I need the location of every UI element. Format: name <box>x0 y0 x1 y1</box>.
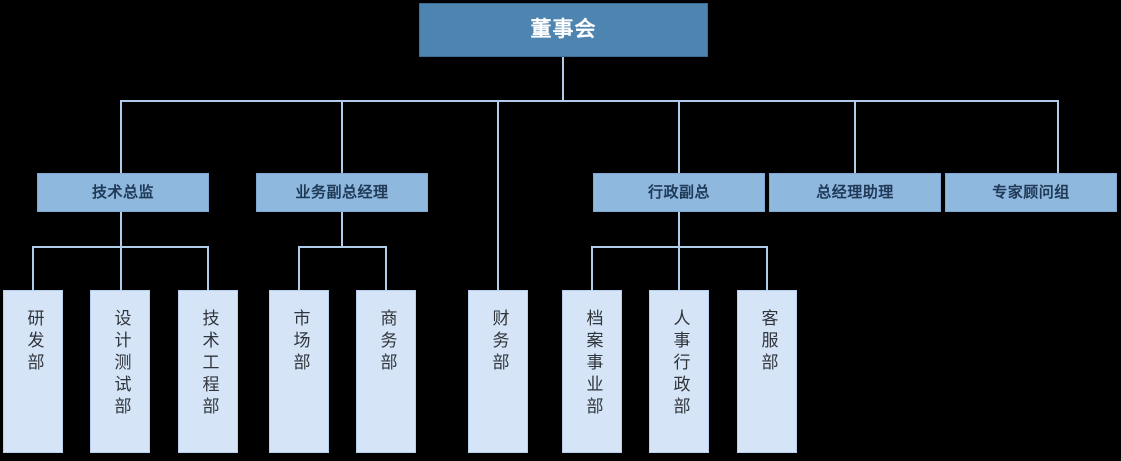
node-finance-dept[interactable]: 财务部 <box>468 290 528 453</box>
node-label: 商务部 <box>376 309 397 375</box>
connector-drop-gm-assistant <box>854 100 856 173</box>
connector-drop-rd-dept <box>32 246 34 291</box>
node-label: 设计测试部 <box>110 309 131 419</box>
connector-drop-archive-dept <box>591 246 593 291</box>
connector-drop-finance-dept <box>497 100 499 291</box>
connector-drop-tech-director <box>120 100 122 173</box>
node-hr-admin-dept[interactable]: 人事行政部 <box>649 290 709 453</box>
node-label: 业务副总经理 <box>295 182 389 201</box>
node-label: 专家顾问组 <box>992 182 1070 201</box>
node-label: 研发部 <box>23 309 44 375</box>
node-marketing-dept[interactable]: 市场部 <box>269 290 329 453</box>
node-label: 董事会 <box>530 17 597 42</box>
node-label: 技术工程部 <box>198 309 219 419</box>
node-label: 行政副总 <box>647 182 710 201</box>
node-customer-svc-dept[interactable]: 客服部 <box>737 290 797 453</box>
node-admin-vp[interactable]: 行政副总 <box>593 173 765 212</box>
connector-drop-marketing-dept <box>298 246 300 291</box>
connector-drop-customer-svc-dept <box>766 246 768 291</box>
node-label: 客服部 <box>757 309 778 375</box>
connector-drop-admin-vp <box>678 100 680 173</box>
node-label: 市场部 <box>289 309 310 375</box>
connector-drop-expert-group <box>1057 100 1059 173</box>
node-tech-eng-dept[interactable]: 技术工程部 <box>178 290 238 453</box>
node-expert-group[interactable]: 专家顾问组 <box>945 173 1117 212</box>
connector-drop-business-vp <box>341 100 343 173</box>
connector-drop-commerce-dept <box>385 246 387 291</box>
connector-root-stem <box>562 57 564 102</box>
connector-drop-design-test-dept <box>120 246 122 291</box>
node-business-vp[interactable]: 业务副总经理 <box>256 173 428 212</box>
connector-level2-bus <box>120 100 1058 102</box>
connector-stem-business-vp <box>341 212 343 248</box>
connector-stem-tech-director <box>120 212 122 248</box>
node-tech-director[interactable]: 技术总监 <box>37 173 209 212</box>
node-gm-assistant[interactable]: 总经理助理 <box>769 173 941 212</box>
node-label: 总经理助理 <box>816 182 894 201</box>
node-label: 技术总监 <box>91 182 154 201</box>
node-label: 财务部 <box>488 309 509 375</box>
connector-drop-hr-admin-dept <box>678 246 680 291</box>
node-archive-dept[interactable]: 档案事业部 <box>562 290 622 453</box>
node-commerce-dept[interactable]: 商务部 <box>356 290 416 453</box>
node-label: 人事行政部 <box>669 309 690 419</box>
connector-drop-tech-eng-dept <box>207 246 209 291</box>
connector-stem-admin-vp <box>678 212 680 248</box>
connector-bus-business-vp <box>298 246 386 248</box>
node-design-test-dept[interactable]: 设计测试部 <box>90 290 150 453</box>
node-label: 档案事业部 <box>582 309 603 419</box>
node-rd-dept[interactable]: 研发部 <box>3 290 63 453</box>
node-board-of-directors[interactable]: 董事会 <box>419 3 708 57</box>
